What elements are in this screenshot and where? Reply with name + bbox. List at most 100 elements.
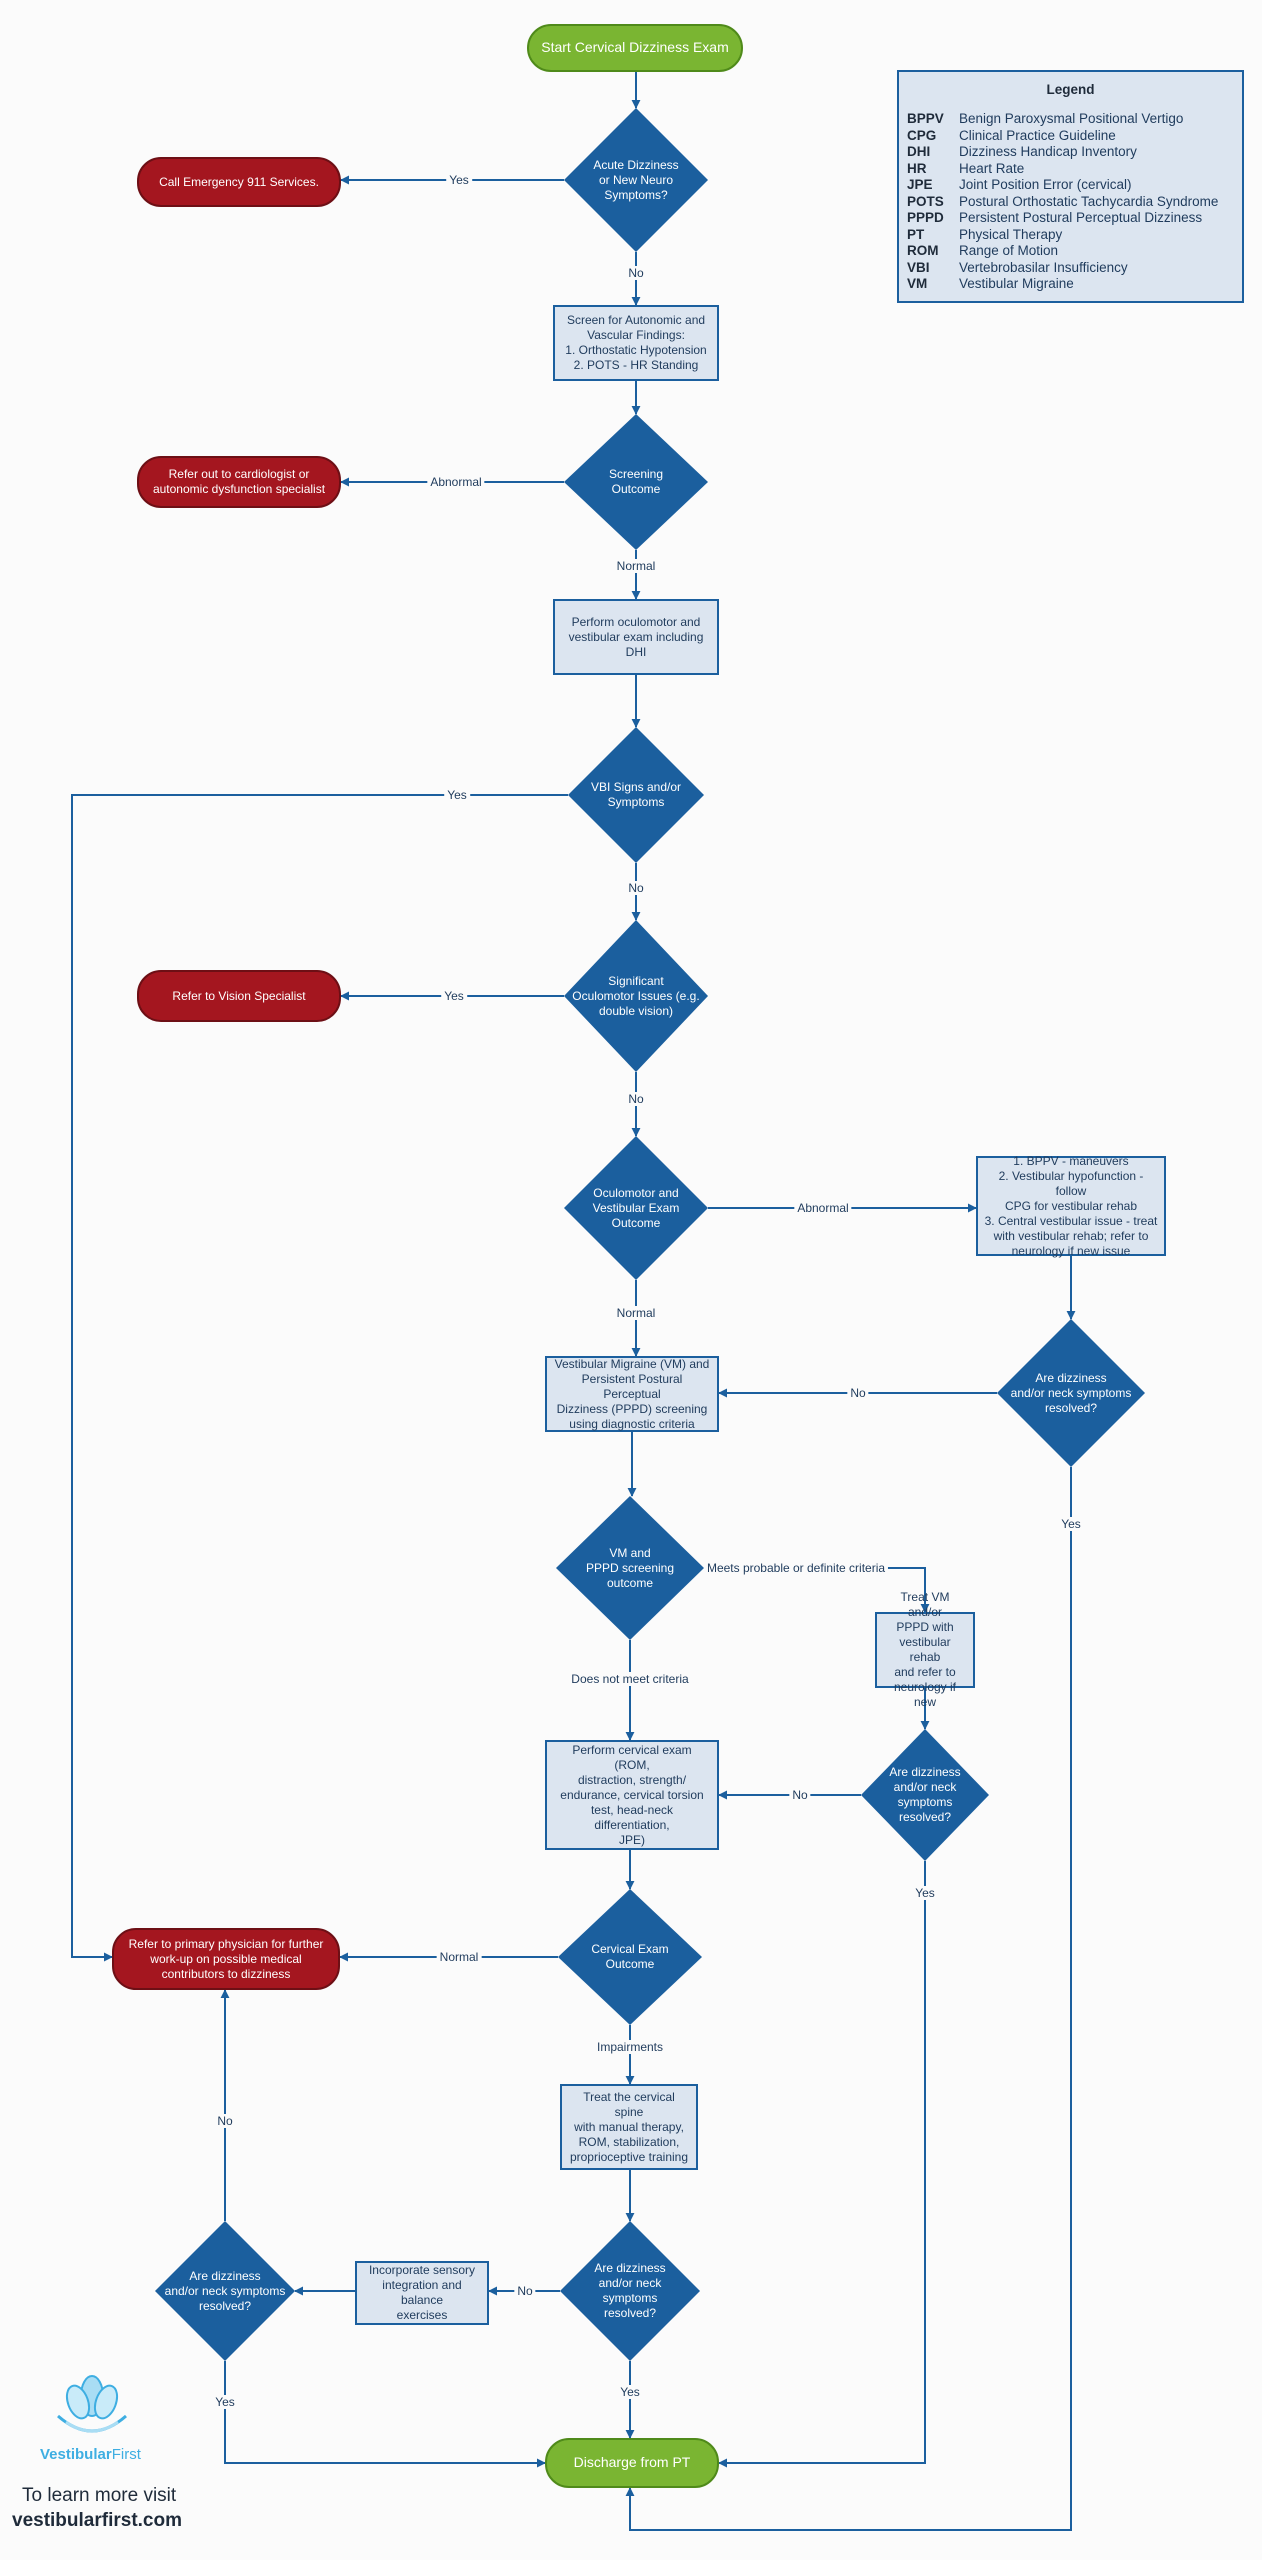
- legend-abbreviation: VBI: [907, 259, 930, 275]
- edge-label-res2-yes: Yes: [912, 1886, 938, 1900]
- edge-label-screen-normal: Normal: [613, 559, 659, 573]
- legend-abbreviation: DHI: [907, 144, 931, 159]
- edge-label-ov-abnormal: Abnormal: [794, 1201, 852, 1215]
- legend-definition: Dizziness Handicap Inventory: [959, 144, 1137, 159]
- decision-diamond-d_acute: [564, 108, 708, 252]
- vestibular-first-logo-icon: [57, 2375, 127, 2433]
- legend-abbreviation: HR: [907, 160, 927, 176]
- decision-text-d_vbi: VBI Signs and/or Symptoms: [590, 780, 682, 809]
- decision-text-d_screening: Screening Outcome: [608, 467, 664, 496]
- legend-abbreviation: PT: [907, 226, 925, 242]
- legend-item: JPE Joint Position Error (cervical): [907, 177, 1234, 194]
- learn-more-text: To learn more visit: [22, 2485, 177, 2506]
- edge-label-res1-no: No: [847, 1386, 869, 1400]
- edge-label-res3-yes: Yes: [617, 2385, 643, 2399]
- logo-wordmark: VestibularFirst: [40, 2446, 141, 2463]
- process-vest_treat: 1. BPPV - maneuvers 2. Vestibular hypofu…: [976, 1154, 1166, 1258]
- referral-vision: Refer to Vision Specialist: [137, 970, 341, 1022]
- legend-abbreviation: JPE: [907, 177, 933, 192]
- process-treat_spine: Treat the cervical spine with manual the…: [560, 2084, 698, 2170]
- decision-diamond-d_cervical: [558, 1889, 702, 2025]
- edge-label-cerv-impair: Impairments: [593, 2040, 667, 2054]
- legend-item: ROM Range of Motion: [907, 243, 1234, 260]
- edge-label-acute-no: No: [625, 266, 647, 280]
- logo-wordmark-light: First: [111, 2446, 141, 2463]
- edge-label-res4-yes: Yes: [212, 2395, 238, 2409]
- process-screen: Screen for Autonomic and Vascular Findin…: [553, 305, 719, 381]
- process-cervical_exam: Perform cervical exam (ROM, distraction,…: [545, 1740, 719, 1850]
- legend-definition: Range of Motion: [959, 243, 1059, 258]
- process-sensory: Incorporate sensory integration and bala…: [355, 2261, 489, 2325]
- legend-title: Legend: [1046, 82, 1095, 97]
- legend-item: POTS Postural Orthostatic Tachycardia Syn…: [907, 194, 1234, 211]
- legend-item: PPPD Persistent Postural Perceptual Dizzi…: [907, 210, 1234, 227]
- legend-abbreviation: POTS: [907, 193, 944, 209]
- decision-text-d_resolved_2: Are dizziness and/or neck symptoms resol…: [889, 1765, 961, 1824]
- legend-abbreviation: PPPD: [907, 210, 944, 225]
- connector-arrow: [625, 1467, 1072, 2531]
- edge-label-acute-yes: Yes: [446, 173, 472, 187]
- edge-label-cerv-normal: Normal: [436, 1950, 482, 1964]
- referral-cardio: Refer out to cardiologist or autonomic d…: [137, 456, 341, 508]
- legend-abbreviation: VM: [907, 276, 928, 291]
- edge-label-res4-no: No: [214, 2114, 236, 2128]
- referral-primary: Refer to primary physician for further w…: [112, 1928, 340, 1990]
- terminal-start: Start Cervical Dizziness Exam: [527, 24, 743, 72]
- legend-definition: Clinical Practice Guideline: [959, 127, 1116, 143]
- legend-item: PT Physical Therapy: [907, 227, 1234, 244]
- legend-definition: Postural Orthostatic Tachycardia Syndrom…: [959, 193, 1219, 209]
- legend-definition: Physical Therapy: [959, 226, 1063, 242]
- legend-item: VM Vestibular Migraine: [907, 276, 1234, 293]
- edge-label-res1-yes: Yes: [1058, 1517, 1084, 1531]
- decision-text-d_resolved_3: Are dizziness and/or neck symptoms resol…: [594, 2261, 666, 2320]
- legend-definition: Vertebrobasilar Insufficiency: [959, 259, 1128, 275]
- legend-abbreviation: CPG: [907, 127, 937, 143]
- decision-diamond-d_resolved_4: [155, 2221, 295, 2361]
- decision-text-d_oculo_issues: Significant Oculomotor Issues (e.g. doub…: [572, 973, 700, 1018]
- decision-diamond-d_resolved_1: [997, 1319, 1145, 1467]
- process-vm_treat: Treat VM and/or PPPD with vestibular reh…: [875, 1590, 975, 1709]
- connector-arrow: [718, 1861, 926, 2468]
- edge-label-screen-abnormal: Abnormal: [427, 475, 485, 489]
- referral-emergency: Call Emergency 911 Services.: [137, 157, 341, 207]
- legend-definition: Vestibular Migraine: [959, 276, 1074, 291]
- legend-abbreviation: ROM: [907, 243, 939, 258]
- legend-abbreviation: BPPV: [907, 111, 944, 126]
- decision-diamond-d_vm_outcome: [556, 1496, 704, 1640]
- edge-label-oculo-no: No: [625, 1092, 647, 1106]
- decision-diamond-d_screening: [564, 414, 708, 550]
- edge-label-vm-not: Does not meet criteria: [568, 1672, 692, 1686]
- decision-text-d_vm_outcome: VM and PPPD screening outcome: [585, 1545, 675, 1590]
- decision-diamond-d_vbi: [568, 727, 704, 863]
- edge-label-oculo-yes: Yes: [441, 989, 467, 1003]
- connector-arrow: [224, 2361, 546, 2468]
- decision-text-d_resolved_4: Are dizziness and/or neck symptoms resol…: [164, 2268, 286, 2313]
- legend-definition: Joint Position Error (cervical): [959, 177, 1132, 192]
- legend-item: DHI Dizziness Handicap Inventory: [907, 144, 1234, 161]
- decision-text-d_cervical: Cervical Exam Outcome: [591, 1942, 669, 1971]
- decision-text-d_resolved_1: Are dizziness and/or neck symptoms resol…: [1010, 1370, 1132, 1415]
- edge-label-vbi-yes: Yes: [444, 788, 470, 802]
- process-oculo_exam: Perform oculomotor and vestibular exam i…: [553, 599, 719, 675]
- decision-text-d_acute: Acute Dizziness or New Neuro Symptoms?: [593, 157, 679, 202]
- decision-text-d_ov_outcome: Oculomotor and Vestibular Exam Outcome: [592, 1185, 680, 1230]
- edge-label-ov-normal: Normal: [613, 1306, 659, 1320]
- decision-diamond-d_oculo_issues: [564, 920, 708, 1072]
- edge-label-vm-meets: Meets probable or definite criteria: [703, 1561, 889, 1575]
- decision-diamond-d_ov_outcome: [564, 1136, 708, 1280]
- process-vm_screen: Vestibular Migraine (VM) and Persistent …: [545, 1356, 719, 1432]
- website-link[interactable]: vestibularfirst.com: [12, 2510, 182, 2531]
- legend-item: VBI Vertebrobasilar Insufficiency: [907, 260, 1234, 277]
- legend-item: CPG Clinical Practice Guideline: [907, 128, 1234, 145]
- edge-label-vbi-no: No: [625, 881, 647, 895]
- legend-definition: Persistent Postural Perceptual Dizziness: [959, 210, 1203, 225]
- decision-diamond-d_resolved_2: [861, 1729, 989, 1861]
- logo-wordmark-bold: Vestibular: [40, 2446, 112, 2463]
- edge-label-res3-no: No: [514, 2284, 536, 2298]
- decision-diamond-d_resolved_3: [560, 2221, 700, 2361]
